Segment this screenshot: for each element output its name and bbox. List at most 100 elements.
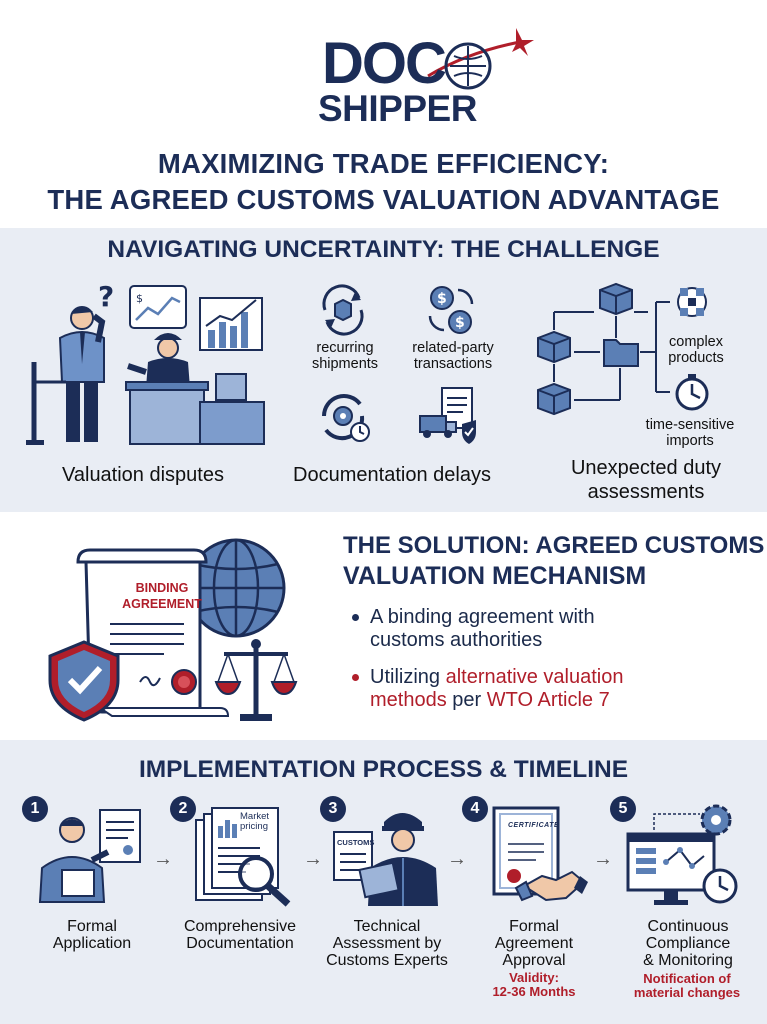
step-1-number: 1 <box>22 796 48 822</box>
step-1-line-1: Formal <box>67 918 117 935</box>
logo-doc-text: DOC <box>322 31 447 96</box>
title-line-1: MAXIMIZING TRADE EFFICIENCY: <box>157 148 610 179</box>
time-line-2: imports <box>666 433 714 449</box>
logo-airplane-icon <box>427 28 534 90</box>
related-line-1: related-party <box>412 340 494 356</box>
recurring-process-gear-icon <box>322 394 370 442</box>
scales-of-justice-icon <box>214 639 298 721</box>
step-5-line-1: Continuous <box>647 918 729 935</box>
recurring-line-2: shipments <box>311 356 379 372</box>
step-5-note: Notification of material changes <box>612 972 762 1000</box>
binding-agreement-doc-label: BINDING AGREEMENT <box>112 580 212 612</box>
solution-heading: THE SOLUTION: AGREED CUSTOMS VALUATION M… <box>343 530 764 592</box>
bullet-2-mid: per <box>446 689 487 711</box>
step-4-line-1: Formal <box>509 918 559 935</box>
step-4-line-2: Agreement <box>494 935 574 952</box>
network-cubes-icon <box>677 287 707 317</box>
monitor-icon <box>626 832 716 905</box>
step-5-label: Continuous Compliance & Monitoring <box>618 918 758 969</box>
formal-application-illustration <box>38 809 141 903</box>
bullet-1-line-1: A binding agreement with <box>370 606 595 628</box>
agreement-approval-illustration <box>492 806 588 902</box>
gear-icon <box>700 804 732 836</box>
challenge-section <box>0 228 767 512</box>
time-line-1: time-sensitive <box>645 417 735 433</box>
doc-label-line-1: BINDING <box>135 581 189 595</box>
bullet-2-highlight-methods-2: methods <box>370 689 447 711</box>
binding-agreement-illustration <box>48 538 298 722</box>
shield-check-icon <box>48 640 120 722</box>
compliance-monitoring-illustration <box>626 804 738 905</box>
step-5-note-line-1: Notification of <box>643 971 731 986</box>
bullet-1-line-2: customs authorities <box>370 629 543 651</box>
svg-text:?: ? <box>98 280 114 313</box>
svg-text:$: $ <box>437 291 447 307</box>
step-4-note: Validity: 12-36 Months <box>474 971 594 999</box>
step-4-line-3: Approval <box>502 952 566 969</box>
bullet-2-text: Utilizing alternative valuation methods … <box>370 666 760 712</box>
step-1-line-2: Application <box>52 935 132 952</box>
docshipper-logo: DOC SHIPPER <box>308 18 534 130</box>
clock-icon <box>702 868 738 904</box>
step-5-number: 5 <box>610 796 636 822</box>
step-2-doc-line-1: Market <box>240 811 270 822</box>
bullet-dot <box>352 614 359 621</box>
step-3-number: 3 <box>320 796 346 822</box>
related-party-transactions-icon: $ $ <box>428 286 474 334</box>
step-2-doc-line-2: pricing <box>240 821 268 832</box>
documentation-delays-label: Documentation delays <box>293 464 491 486</box>
solution-heading-line-2: VALUATION MECHANISM <box>343 562 647 590</box>
step-2-doc-text: Market pricing <box>240 812 269 832</box>
bullet-2-highlight-wto: WTO Article 7 <box>486 689 610 711</box>
stopwatch-icon <box>675 374 709 411</box>
recurring-shipments-icon <box>322 284 364 336</box>
related-line-2: transactions <box>413 356 493 372</box>
step-2-label: Comprehensive Documentation <box>168 918 312 952</box>
bullet-1-text: A binding agreement with customs authori… <box>370 606 760 652</box>
step-5-line-3: & Monitoring <box>643 952 733 969</box>
step-3-line-1: Technical <box>353 918 421 935</box>
svg-text:$: $ <box>136 292 143 305</box>
technical-assessment-illustration <box>333 813 438 906</box>
arrow-right-icon: → <box>153 848 173 870</box>
logo-shipper-text: SHIPPER <box>318 88 477 129</box>
bullet-2-highlight-methods: alternative valuation <box>445 666 624 688</box>
solution-heading-line-1: THE SOLUTION: AGREED CUSTOMS <box>343 532 765 559</box>
valuation-disputes-label: Valuation disputes <box>62 464 224 486</box>
step-4-doc-text: CERTIFICATE <box>508 822 560 829</box>
arrow-right-icon: → <box>447 848 467 870</box>
step-3-label: Technical Assessment by Customs Experts <box>312 918 462 969</box>
step-2-line-1: Comprehensive <box>183 918 297 935</box>
svg-text:$: $ <box>455 315 465 331</box>
valuation-disputes-illustration: ? $ <box>26 280 265 445</box>
comprehensive-documentation-illustration <box>195 807 291 907</box>
step-5-note-line-2: material changes <box>633 985 741 1000</box>
title-line-2: THE AGREED CUSTOMS VALUATION ADVANTAGE <box>47 184 720 215</box>
magnifier-icon <box>238 856 291 907</box>
step-3-line-3: Customs Experts <box>326 952 448 969</box>
page-title: MAXIMIZING TRADE EFFICIENCY: THE AGREED … <box>0 146 767 218</box>
unexpected-duty-diagram <box>537 282 709 416</box>
duty-line-2: assessments <box>587 481 705 503</box>
step-2-line-2: Documentation <box>186 935 294 952</box>
unexpected-duty-label: Unexpected duty assessments <box>526 456 766 504</box>
doc-label-line-2: AGREEMENT <box>122 597 202 611</box>
step-5-line-2: Compliance <box>645 935 731 952</box>
arrow-right-icon: → <box>303 848 323 870</box>
duty-line-1: Unexpected duty <box>570 457 722 479</box>
bullet-2-pre: Utilizing <box>370 666 446 688</box>
implementation-heading: IMPLEMENTATION PROCESS & TIMELINE <box>138 756 629 783</box>
header: DOC SHIPPER MAXIMIZING TRADE EFFICIENCY:… <box>0 0 767 228</box>
complex-products-label: complex products <box>656 334 736 366</box>
complex-line-2: products <box>668 350 724 366</box>
step-4-label: Formal Agreement Approval <box>474 918 594 969</box>
step-3-doc-text: CUSTOMS <box>337 838 375 847</box>
bullet-dot <box>352 674 359 681</box>
step-1-label: Formal Application <box>32 918 152 952</box>
handshake-icon <box>514 870 588 902</box>
complex-line-1: complex <box>669 334 723 350</box>
step-4-note-line-2: 12-36 Months <box>492 984 576 999</box>
step-4-number: 4 <box>462 796 488 822</box>
step-2-number: 2 <box>170 796 196 822</box>
time-sensitive-imports-label: time-sensitive imports <box>630 417 750 449</box>
